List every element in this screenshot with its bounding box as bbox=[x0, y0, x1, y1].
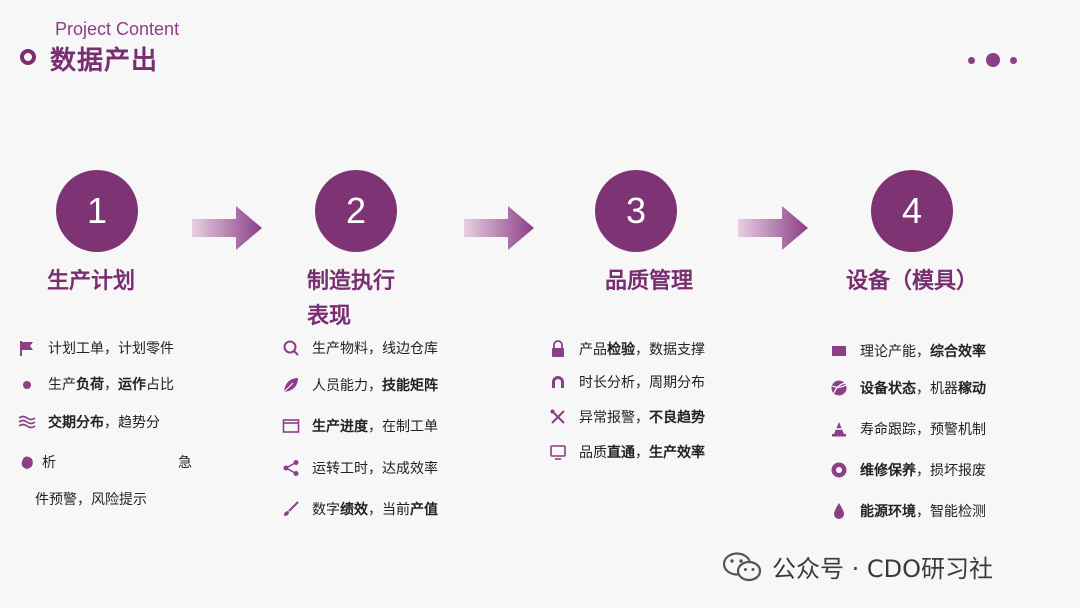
brush-icon bbox=[280, 498, 302, 520]
dot-icon bbox=[16, 373, 38, 395]
step-title-2-line2: 表现 bbox=[307, 304, 352, 329]
step-title-4: 设备（模具） bbox=[846, 269, 979, 294]
arrow-right-icon bbox=[464, 206, 534, 250]
step-number-4: 4 bbox=[871, 170, 953, 252]
step-title-2-line1: 制造执行 bbox=[307, 269, 396, 294]
item-text: 计划工单，计划零件 bbox=[48, 341, 174, 357]
tools-icon bbox=[547, 406, 569, 428]
square-icon bbox=[828, 340, 850, 362]
list-item: 人员能力，技能矩阵 bbox=[280, 374, 438, 396]
share-icon bbox=[280, 457, 302, 479]
ring-icon bbox=[20, 49, 36, 65]
list-item: 数字绩效，当前产值 bbox=[280, 498, 438, 520]
monitor-icon bbox=[547, 441, 569, 463]
magnet-icon bbox=[547, 371, 569, 393]
step-title-1: 生产计划 bbox=[47, 269, 136, 294]
list-item: 运转工时，达成效率 bbox=[280, 457, 438, 479]
step-number-1: 1 bbox=[56, 170, 138, 252]
list-item: 异常报警，不良趋势 bbox=[547, 406, 705, 428]
list-item: 能源环境，智能检测 bbox=[828, 500, 986, 522]
cone-icon bbox=[828, 418, 850, 440]
list-item: 生产负荷，运作占比 bbox=[16, 373, 174, 395]
item-text: 急 bbox=[178, 455, 192, 471]
dot-icon bbox=[968, 57, 975, 64]
list-item: 析 bbox=[16, 451, 56, 473]
list-item: 维修保养，损坏报废 bbox=[828, 459, 986, 481]
droplet-icon bbox=[828, 500, 850, 522]
list-item: 交期分布，趋势分 bbox=[16, 411, 160, 433]
step-title-2: 制造执行 表现 bbox=[307, 264, 395, 334]
watermark-text: 公众号 · CDO研习社 bbox=[772, 555, 994, 583]
item-text: 件预警，风险提示 bbox=[35, 492, 147, 508]
target-icon bbox=[828, 459, 850, 481]
lock-icon bbox=[547, 338, 569, 360]
arrow-right-icon bbox=[738, 206, 808, 250]
header-subtitle: Project Content bbox=[55, 19, 180, 39]
step-number-3: 3 bbox=[595, 170, 677, 252]
dot-icon bbox=[986, 53, 1000, 67]
arrow-right-icon bbox=[192, 206, 262, 250]
step-title-3: 品质管理 bbox=[605, 269, 694, 294]
list-item: 理论产能，综合效率 bbox=[828, 340, 986, 362]
list-item: 设备状态，机器稼动 bbox=[828, 377, 986, 399]
list-item: 生产进度，在制工单 bbox=[280, 415, 438, 437]
leaf-icon bbox=[280, 374, 302, 396]
dot-icon bbox=[1010, 57, 1017, 64]
watermark: 公众号 · CDO研习社 bbox=[722, 549, 993, 584]
list-item: 产品检验，数据支撑 bbox=[547, 338, 705, 360]
list-item: 生产物料，线边仓库 bbox=[280, 337, 438, 359]
list-item: 计划工单，计划零件 bbox=[16, 337, 174, 359]
list-item: 寿命跟踪，预警机制 bbox=[828, 418, 986, 440]
page-title: 数据产出 bbox=[50, 46, 159, 76]
list-item: 品质直通，生产效率 bbox=[547, 441, 705, 463]
drop-icon bbox=[16, 451, 38, 473]
list-item: 时长分析，周期分布 bbox=[547, 371, 705, 393]
search-icon bbox=[280, 337, 302, 359]
wechat-icon bbox=[722, 551, 762, 581]
step-number-2: 2 bbox=[315, 170, 397, 252]
window-icon bbox=[280, 415, 302, 437]
decorative-dots bbox=[966, 52, 1022, 68]
flag-icon bbox=[16, 337, 38, 359]
ball-icon bbox=[828, 377, 850, 399]
wave-icon bbox=[16, 411, 38, 433]
